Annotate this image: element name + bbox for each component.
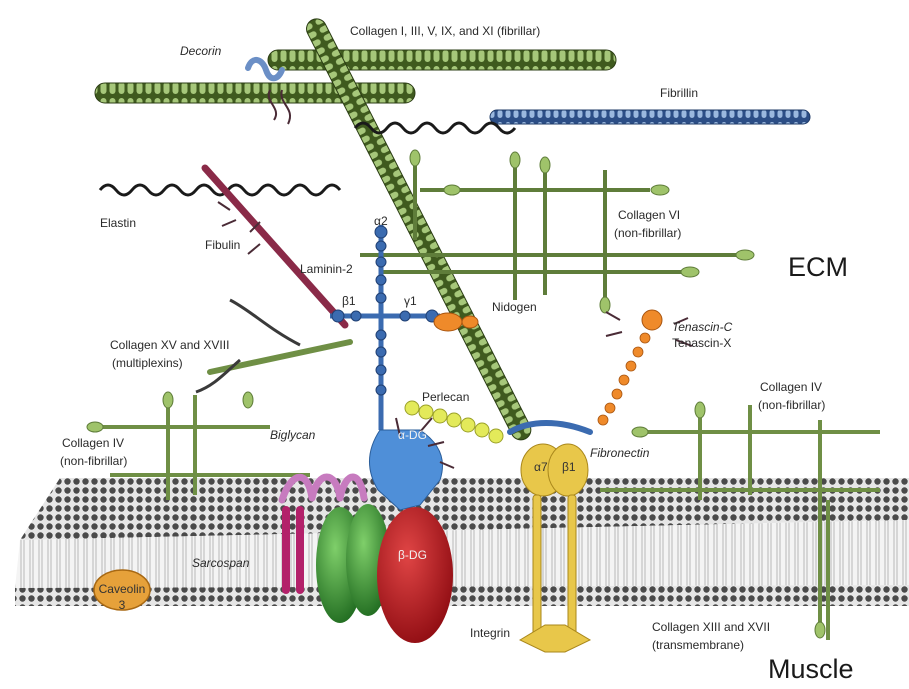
caveolin-sublabel: 3 xyxy=(98,598,146,612)
beta-dystroglycan xyxy=(377,507,453,643)
alpha-dg-label: α-DG xyxy=(398,428,427,442)
laminin-gamma1-label: γ1 xyxy=(404,294,417,308)
fibrillin xyxy=(490,110,810,124)
collagen-fibrillar-label: Collagen I, III, V, IX, and XI (fibrilla… xyxy=(350,24,540,38)
integrin-beta1-label: β1 xyxy=(562,460,576,474)
collagen-vi-label: Collagen VI xyxy=(618,208,680,222)
caveolin-label: Caveolin xyxy=(98,582,146,596)
collagen-fibrillar xyxy=(95,15,616,443)
collagen-iv-right-sublabel: (non-fibrillar) xyxy=(758,398,825,412)
integrin-alpha7-label: α7 xyxy=(534,460,548,474)
fibronectin-label: Fibronectin xyxy=(590,446,649,460)
fibrillin-label: Fibrillin xyxy=(660,86,698,100)
nidogen-label: Nidogen xyxy=(492,300,537,314)
nidogen xyxy=(434,313,478,331)
muscle-label: Muscle xyxy=(768,654,854,684)
elastin-label: Elastin xyxy=(100,216,136,230)
collagen-vi-sublabel: (non-fibrillar) xyxy=(614,226,681,240)
collagen-xv-label: Collagen XV and XVIII xyxy=(110,338,229,352)
sarcospan-label: Sarcospan xyxy=(192,556,249,570)
collagen-fibril-left xyxy=(95,83,415,103)
fibrillin-fiber xyxy=(490,110,810,124)
collagen-xiii-label: Collagen XIII and XVII xyxy=(652,620,770,634)
collagen-iv-right-label: Collagen IV xyxy=(760,380,822,394)
decorin-label: Decorin xyxy=(180,44,221,58)
tenascin-c-label: Tenascin-C xyxy=(672,320,732,334)
integrin-label: Integrin xyxy=(470,626,510,640)
collagen-iv-left-label: Collagen IV xyxy=(62,436,124,450)
collagen-xiii-sublabel: (transmembrane) xyxy=(652,638,744,652)
elastin xyxy=(100,123,515,195)
elastin-coil-top xyxy=(355,123,515,133)
laminin-label: Laminin-2 xyxy=(300,262,353,276)
biglycan-label: Biglycan xyxy=(270,428,315,442)
beta-dg-label: β-DG xyxy=(398,548,427,562)
laminin-alpha2-label: α2 xyxy=(374,214,388,228)
collagen-vi-beads xyxy=(410,150,754,313)
ecm-label: ECM xyxy=(788,252,848,282)
collagen-fibril-diagonal xyxy=(303,15,534,443)
laminin-beta1-label: β1 xyxy=(342,294,356,308)
fibulin-label: Fibulin xyxy=(205,238,240,252)
tenascin-x-label: Tenascin-X xyxy=(672,336,731,350)
collagen-xv-sublabel: (multiplexins) xyxy=(112,356,183,370)
collagen-iv-left-sublabel: (non-fibrillar) xyxy=(60,454,127,468)
perlecan-label: Perlecan xyxy=(422,390,469,404)
